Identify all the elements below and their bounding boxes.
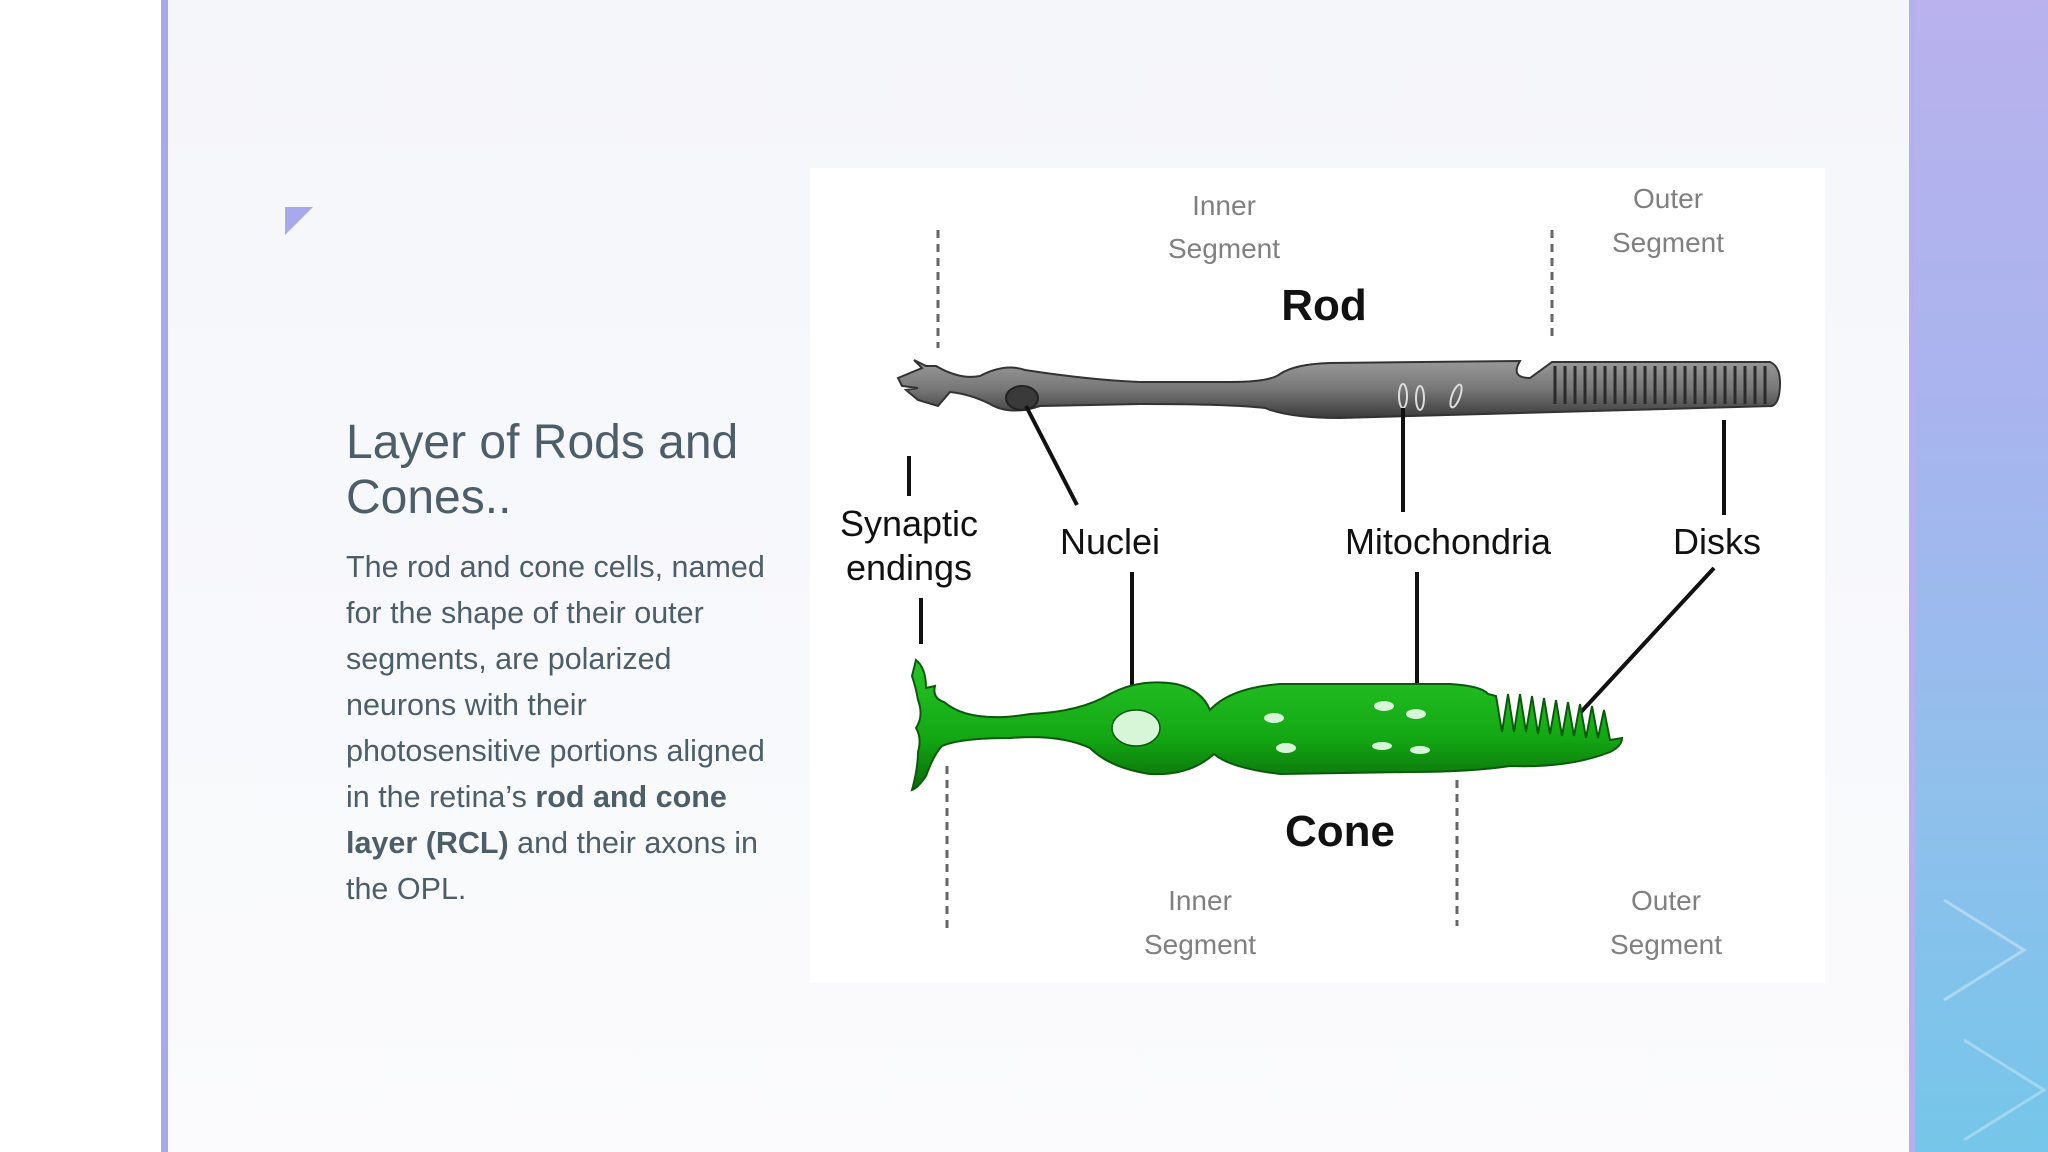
leader-nuclei-rod	[1024, 405, 1079, 506]
cone-outer-segment-label-1: Outer	[1631, 885, 1701, 916]
rod-outer-segment-label-2: Segment	[1612, 227, 1724, 258]
chevron-decoration-icon	[1943, 898, 2047, 1142]
rod-disks	[1553, 366, 1767, 404]
rod-mitochondrion	[1449, 383, 1463, 409]
rod-cell	[896, 359, 1782, 420]
diagram-svg: Inner Segment Outer Segment Rod	[840, 183, 1782, 960]
slide-title: Layer of Rods and Cones..	[346, 416, 739, 524]
synaptic-endings-label-2: endings	[846, 547, 972, 588]
disks-label: Disks	[1673, 521, 1761, 562]
cone-mitochondrion	[1264, 713, 1284, 723]
slide-body-text: The rod and cone cells, named for the sh…	[346, 544, 766, 912]
cone-mitochondrion	[1406, 709, 1426, 719]
rod-label: Rod	[1281, 281, 1367, 330]
leader-disks-cone	[1579, 566, 1716, 714]
rod-inner-segment-label-1: Inner	[1192, 190, 1256, 221]
cone-inner-segment-label-2: Segment	[1144, 929, 1256, 960]
mitochondria-label: Mitochondria	[1345, 521, 1552, 562]
slide-right-border	[1909, 0, 1915, 1152]
rod-cone-diagram: Inner Segment Outer Segment Rod	[810, 168, 1825, 983]
body-text-part-1: The rod and cone cells, named for the sh…	[346, 550, 765, 814]
rod-nucleus	[1005, 385, 1039, 411]
cone-label: Cone	[1285, 807, 1395, 856]
corner-triangle-icon	[285, 207, 313, 235]
cone-nucleus	[1111, 709, 1161, 747]
cone-mitochondrion	[1372, 742, 1392, 750]
right-decorative-gradient	[1914, 0, 2048, 1152]
cone-cell	[910, 658, 1624, 792]
slide-left-border	[161, 0, 168, 1152]
body-text-bold: rod and cone layer (RCL)	[346, 780, 727, 860]
rod-inner-segment-label-2: Segment	[1168, 233, 1280, 264]
body-text-part-2: and their axons in the OPL.	[346, 826, 758, 906]
nuclei-label: Nuclei	[1060, 521, 1160, 562]
cone-mitochondrion	[1410, 746, 1430, 754]
synaptic-endings-label-1: Synaptic	[840, 503, 978, 544]
cone-inner-segment-label-1: Inner	[1168, 885, 1232, 916]
cone-mitochondrion	[1374, 701, 1394, 711]
rod-outer-segment-label-1: Outer	[1633, 183, 1703, 214]
rod-mitochondrion	[1415, 385, 1425, 411]
cone-outer-segment-label-2: Segment	[1610, 929, 1722, 960]
cone-mitochondrion	[1276, 743, 1296, 753]
